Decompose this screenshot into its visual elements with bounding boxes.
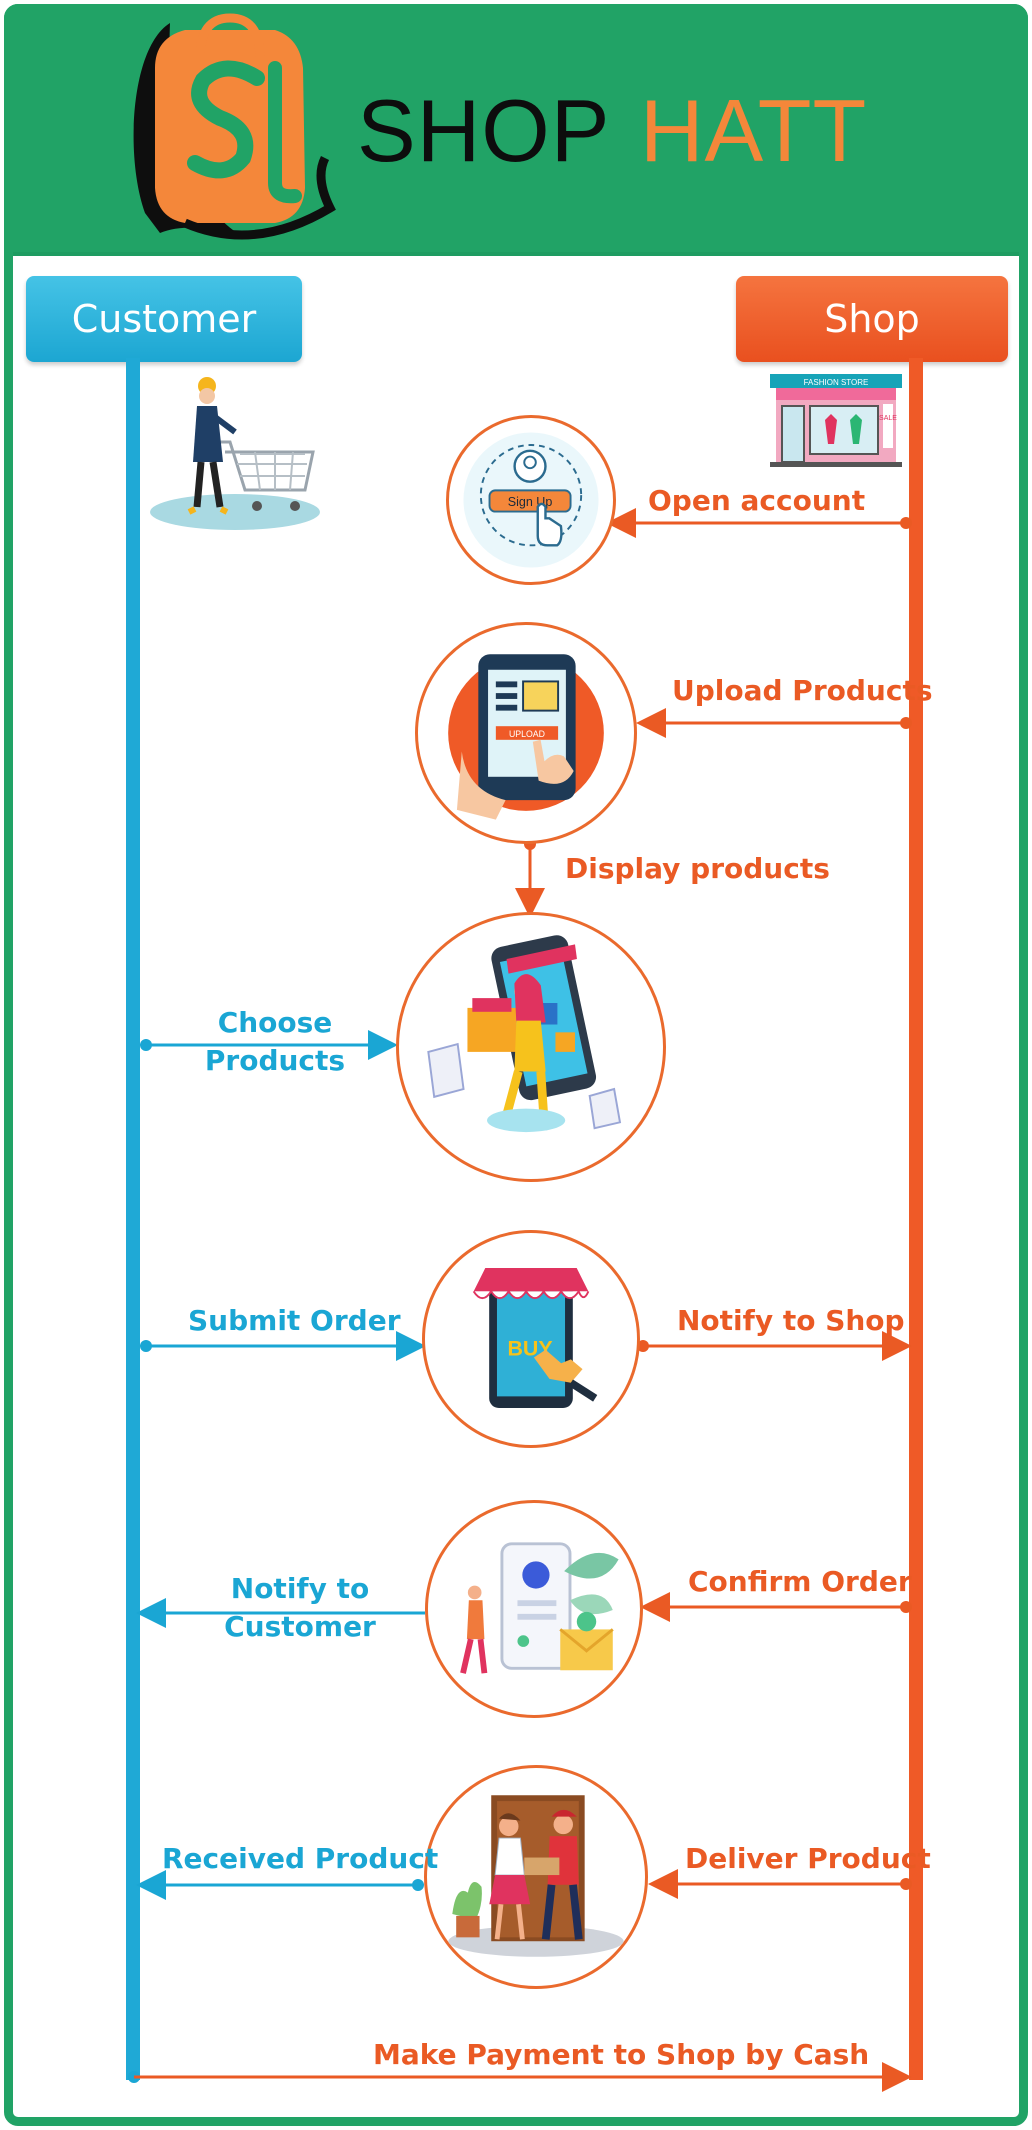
label-notify-customer-line1: Notify to (230, 1572, 370, 1605)
label-upload-products: Upload Products (672, 674, 933, 707)
customer-lane-header: Customer (26, 276, 302, 362)
arrow-notify-shop (637, 1331, 912, 1361)
delivery-icon (424, 1765, 648, 1989)
store-sale-text: SALE (879, 415, 897, 422)
header-divider (13, 252, 1019, 256)
label-open-account: Open account (648, 484, 866, 517)
label-choose-products-line2: Products (204, 1044, 346, 1077)
shopping-woman-icon (150, 377, 320, 530)
label-choose-products-line1: Choose (217, 1006, 333, 1039)
customer-lifeline (126, 358, 140, 2080)
upload-text: UPLOAD (509, 729, 545, 739)
arrow-choose-products (140, 1030, 398, 1060)
label-notify-customer-line2: Customer (224, 1610, 376, 1643)
arrow-display-products (515, 838, 545, 918)
label-display-products: Display products (565, 852, 830, 885)
buy-store-icon: BUY (422, 1230, 640, 1448)
tablet-upload-icon: UPLOAD (415, 622, 637, 844)
arrow-deliver-product (648, 1869, 912, 1899)
label-submit-order: Submit Order (188, 1304, 401, 1337)
store-sign-text: FASHION STORE (804, 378, 869, 387)
brand-word-hatt: HATT (640, 81, 868, 180)
shop-lane-header: Shop (736, 276, 1008, 362)
fashion-store-icon: FASHION STORE SALE (770, 374, 902, 467)
label-confirm-order: Confirm Order (688, 1565, 912, 1598)
arrow-upload-products (636, 708, 912, 738)
arrow-confirm-order (640, 1592, 912, 1622)
shop-hatt-logo (133, 13, 336, 240)
brand-word-shop: SHOP (357, 81, 611, 180)
label-make-payment: Make Payment to Shop by Cash (373, 2038, 870, 2071)
arrow-received-product (136, 1870, 424, 1900)
sign-up-icon: Sign Up (446, 415, 616, 585)
label-deliver-product: Deliver Product (685, 1842, 931, 1875)
online-shopping-icon (396, 912, 666, 1182)
label-notify-customer: Notify to Customer (220, 1570, 380, 1646)
arrow-open-account (606, 508, 912, 538)
label-notify-shop: Notify to Shop (677, 1304, 905, 1337)
label-received-product: Received Product (162, 1842, 439, 1875)
label-choose-products: Choose Products (200, 1004, 350, 1080)
shop-lifeline (909, 358, 923, 2080)
order-confirmation-icon (425, 1500, 643, 1718)
arrow-submit-order (140, 1331, 426, 1361)
arrow-make-payment (128, 2062, 912, 2092)
